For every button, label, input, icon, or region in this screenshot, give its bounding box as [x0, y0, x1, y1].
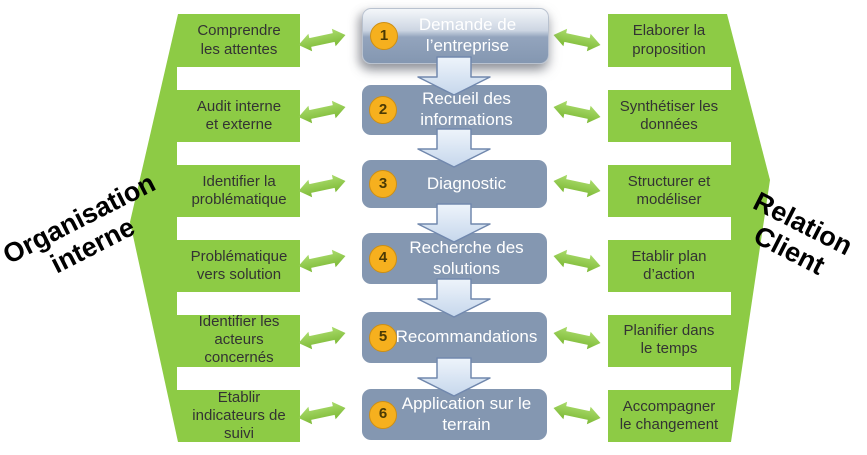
row-separator — [607, 292, 731, 315]
row-separator — [177, 292, 301, 315]
double-arrow-icon — [296, 324, 348, 352]
right-step-label-1: Elaborer la proposition — [632, 22, 706, 58]
step-number-badge: 6 — [369, 400, 397, 429]
step-number-badge: 2 — [369, 96, 397, 124]
double-arrow-icon — [296, 98, 348, 126]
step-number-badge: 3 — [369, 170, 397, 198]
double-arrow-icon — [551, 98, 603, 126]
step-box-1: 1 Demande de l’entreprise — [362, 8, 549, 64]
step-title: Demande de l’entreprise — [418, 15, 517, 55]
row-separator — [607, 142, 731, 165]
row-separator — [177, 217, 301, 240]
step-box-3: 3 Diagnostic — [362, 160, 547, 208]
step-box-5: 5 Recommandations — [362, 312, 547, 363]
left-step-label-3: Identifier la problématique — [191, 172, 287, 208]
step-title: Recueil des informations — [420, 89, 513, 129]
double-arrow-icon — [296, 26, 348, 54]
double-arrow-icon — [296, 399, 348, 427]
right-step-label-6: Accompagner le changement — [619, 397, 719, 433]
double-arrow-icon — [551, 247, 603, 275]
step-number-badge: 4 — [369, 244, 397, 273]
right-step-label-3: Structurer et modéliser — [627, 172, 711, 208]
step-box-2: 2 Recueil des informations — [362, 85, 547, 135]
double-arrow-icon — [551, 399, 603, 427]
step-box-4: 4 Recherche des solutions — [362, 233, 547, 284]
step-box-6: 6 Application sur le terrain — [362, 389, 547, 440]
double-arrow-icon — [551, 26, 603, 54]
row-separator — [177, 367, 301, 390]
row-separator — [177, 142, 301, 165]
step-title: Recommandations — [395, 327, 538, 347]
row-separator — [607, 367, 731, 390]
left-step-label-5: Identifier les acteurs concernés — [198, 312, 280, 367]
step-number-badge: 1 — [370, 22, 398, 50]
row-separator — [607, 217, 731, 240]
step-number-badge: 5 — [369, 323, 397, 352]
double-arrow-icon — [551, 324, 603, 352]
row-separator — [607, 67, 731, 90]
right-step-label-2: Synthétiser les données — [619, 97, 719, 133]
step-title: Recherche des solutions — [409, 237, 524, 278]
step-title: Diagnostic — [426, 173, 507, 193]
left-step-label-4: Problématique vers solution — [190, 247, 288, 283]
double-arrow-icon — [296, 247, 348, 275]
row-separators — [177, 67, 731, 390]
row-separator — [177, 67, 301, 90]
right-step-label-5: Planifier dans le temps — [623, 321, 715, 357]
right-step-label-4: Etablir plan d’action — [631, 247, 707, 283]
left-step-label-2: Audit interne et externe — [196, 97, 282, 133]
left-step-label-1: Comprendre les attentes — [197, 22, 281, 58]
step-title: Application sur le terrain — [401, 393, 532, 434]
left-step-label-6: Etablir indicateurs de suivi — [192, 388, 286, 443]
double-arrow-icon — [296, 172, 348, 200]
double-arrow-icon — [551, 172, 603, 200]
